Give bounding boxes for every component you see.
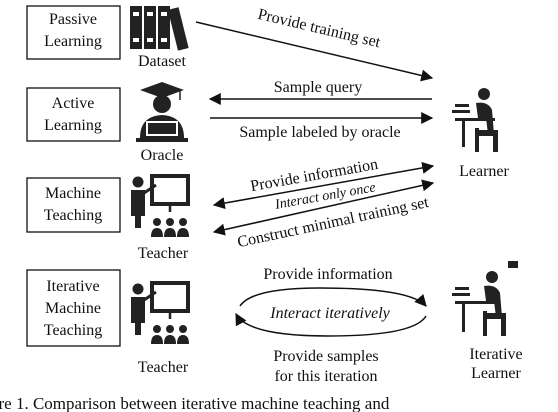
label-line: Passive xyxy=(49,11,97,28)
label-line: Teaching xyxy=(44,322,102,339)
label-line: Learning xyxy=(44,33,102,50)
label-line: Machine xyxy=(45,300,101,317)
label-line: Machine xyxy=(45,185,101,202)
books-icon xyxy=(130,6,189,51)
label-box xyxy=(26,177,121,233)
learner: Learner xyxy=(452,88,510,180)
arrow-label: Provide samples xyxy=(273,348,378,365)
person-at-desk-icon xyxy=(452,261,518,336)
actor-label: Teacher xyxy=(138,245,189,262)
actor-label: Teacher xyxy=(138,359,189,376)
graduate-at-laptop-icon xyxy=(136,82,188,142)
actor-label: Oracle xyxy=(141,147,184,164)
arrow-sample-labeled: Sample labeled by oracle xyxy=(210,112,434,141)
arrow-label: Provide information xyxy=(263,266,392,283)
learner-label: Iterative xyxy=(469,346,522,363)
row-active-learning: Active Learning Oracle xyxy=(26,82,188,164)
learner-label: Learner xyxy=(471,365,521,382)
label-line: Learning xyxy=(44,117,102,134)
loop-arc-top xyxy=(239,287,427,307)
arrow-label: for this iteration xyxy=(274,368,377,385)
arrow-label: Sample labeled by oracle xyxy=(239,124,400,141)
figure-caption: ure 1. Comparison between iterative mach… xyxy=(0,394,390,412)
label-line: Iterative xyxy=(46,278,99,295)
teacher-at-board-icon xyxy=(131,174,190,237)
learner-label: Learner xyxy=(459,163,509,180)
teacher-at-board-icon xyxy=(131,281,190,344)
row-machine-teaching: Machine Teaching Teacher xyxy=(26,174,190,262)
label-box xyxy=(26,5,121,60)
arrow-provide-training-set: Provide training set xyxy=(195,6,434,82)
row-passive-learning: Passive Learning Dataset xyxy=(26,5,189,70)
label-box xyxy=(26,87,121,142)
label-line: Active xyxy=(52,95,95,112)
loop-arc-bottom xyxy=(235,312,427,337)
arrow-label: Sample query xyxy=(274,79,362,96)
actor-label: Dataset xyxy=(138,53,187,70)
label-box xyxy=(26,269,121,347)
label-line: Teaching xyxy=(44,207,102,224)
iterative-loop: Provide information Interact iteratively… xyxy=(235,266,427,385)
person-at-desk-icon xyxy=(452,88,498,152)
iterative-learner: Iterative Learner xyxy=(452,261,523,382)
arrow-label: Interact iteratively xyxy=(269,305,390,322)
arrow-label: Provide training set xyxy=(256,6,382,51)
arrow-sample-query: Sample query xyxy=(208,79,432,105)
row-iterative-machine-teaching: Iterative Machine Teaching Teacher xyxy=(26,269,190,376)
